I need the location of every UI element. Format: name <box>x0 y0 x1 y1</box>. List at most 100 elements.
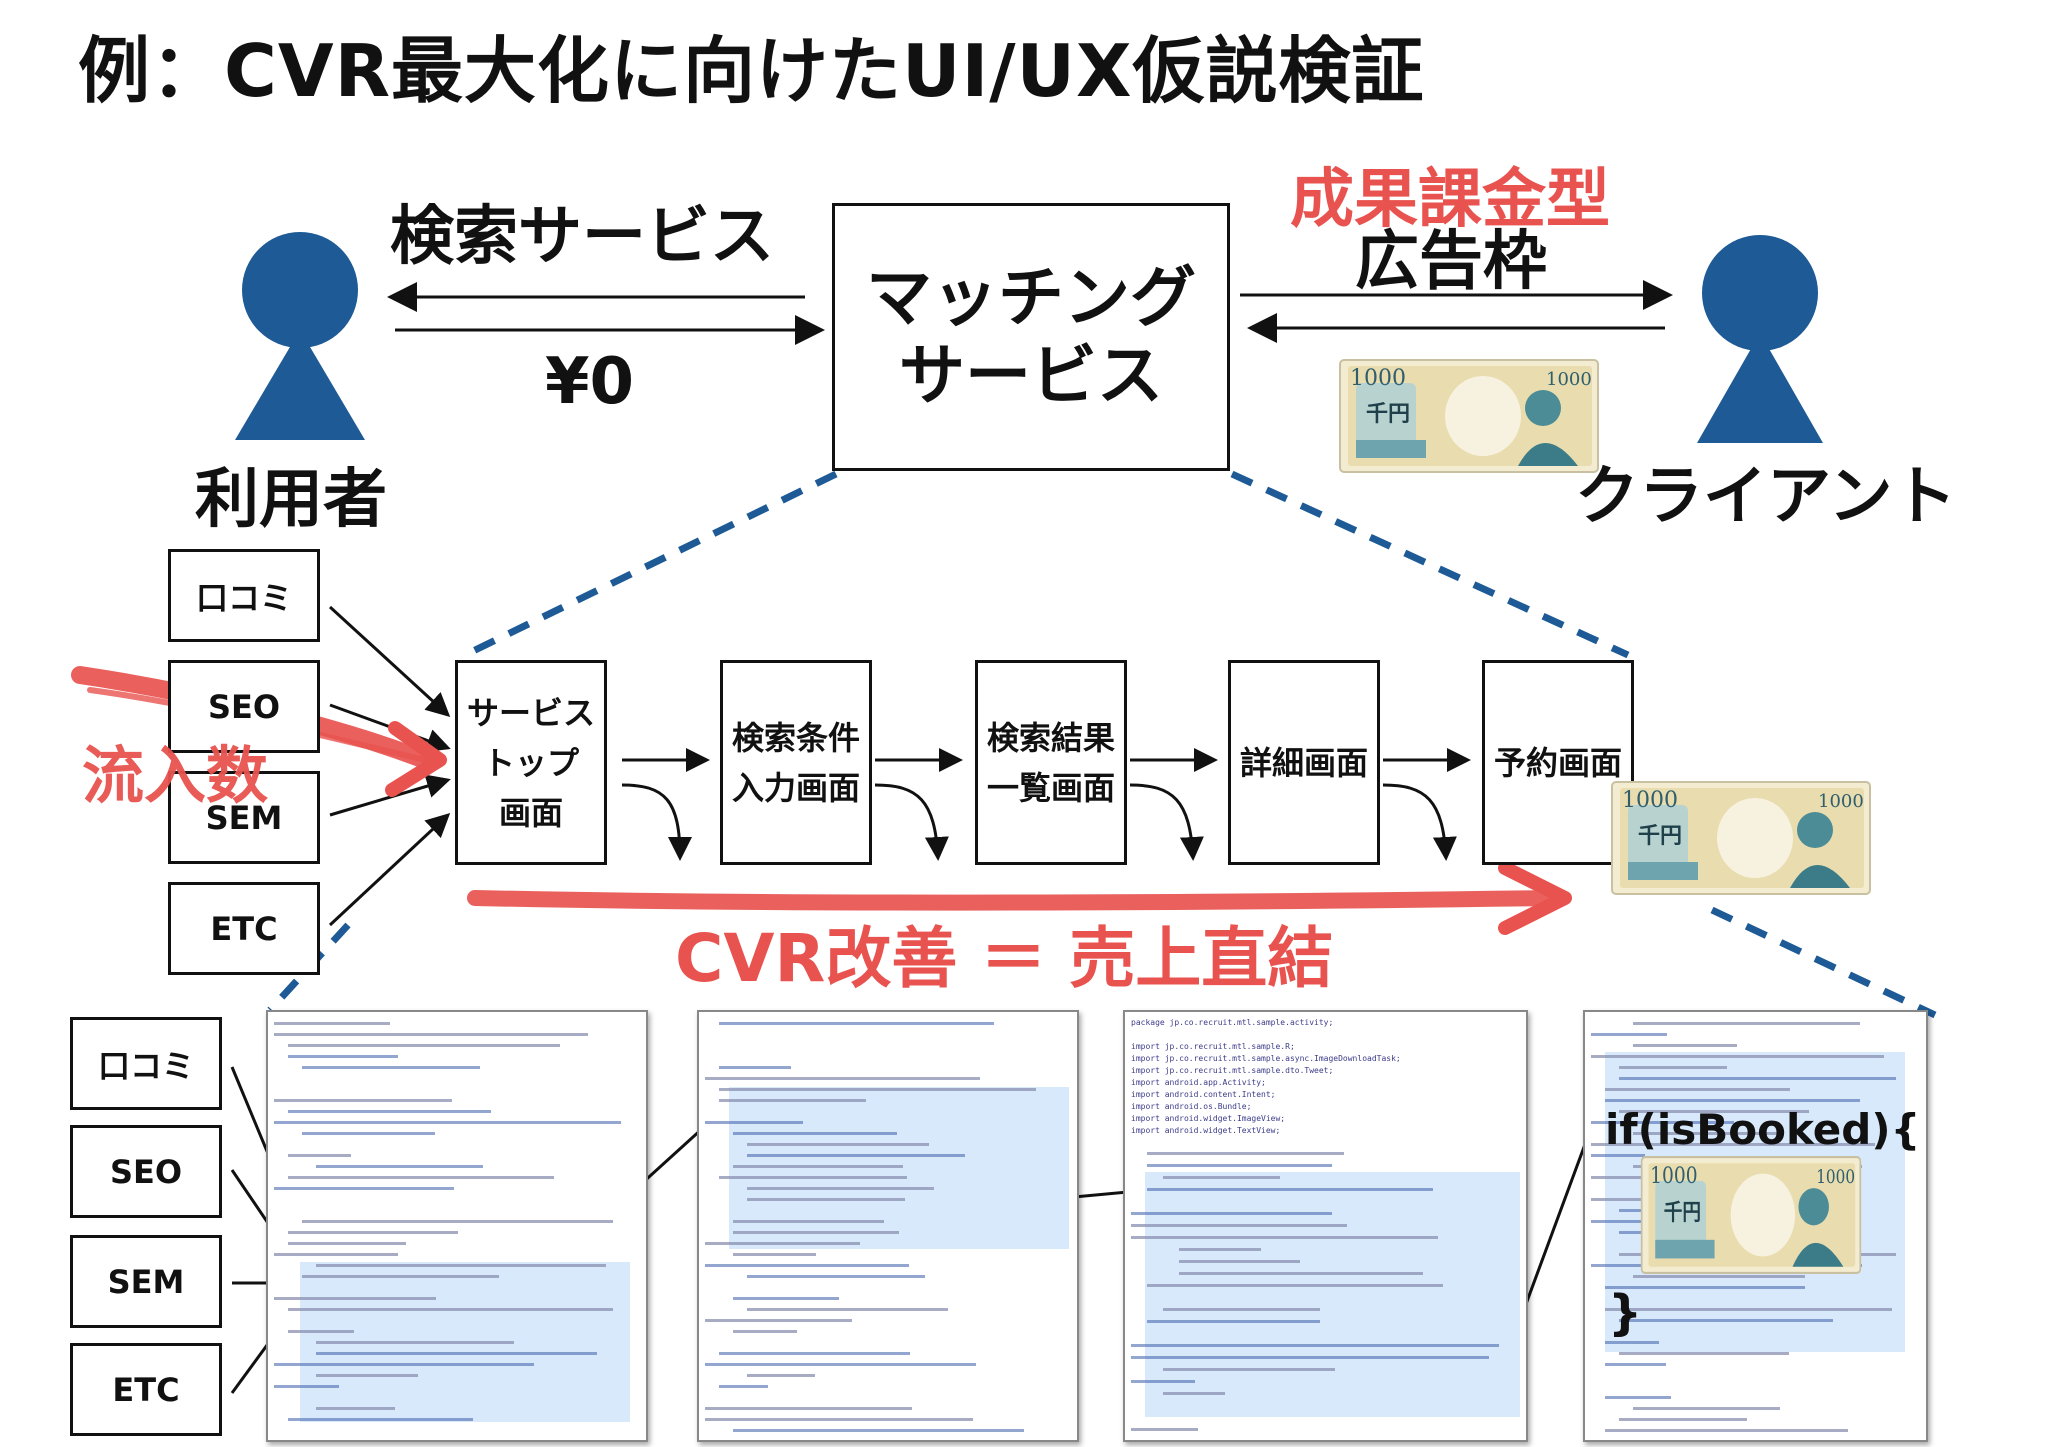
user-label: 利用者 <box>195 463 387 537</box>
code-line <box>747 1374 815 1377</box>
bottom-source-seo: SEO <box>70 1125 222 1218</box>
code-line <box>1591 1154 1645 1157</box>
code-line <box>274 1099 452 1102</box>
flow-label: サービス <box>466 693 595 732</box>
code-line <box>1591 1033 1667 1036</box>
matching-service-box: マッチング サービス <box>832 203 1230 471</box>
code-line <box>288 1055 398 1058</box>
code-line <box>733 1220 884 1223</box>
bill-icon: 1000 1000 千円 <box>1611 781 1871 895</box>
bill-icon: 1000 1000 千円 <box>1339 359 1599 473</box>
yen-bill-middle: 1000 1000 千円 <box>1610 776 1872 900</box>
code-line <box>719 1385 768 1388</box>
code-line <box>1163 1392 1225 1395</box>
code-line <box>302 1066 480 1069</box>
code-highlight <box>1145 1172 1520 1417</box>
code-line <box>288 1242 406 1245</box>
bill-denom-left: 1000 <box>1622 788 1678 813</box>
code-line <box>1179 1248 1261 1251</box>
code-line <box>1131 1428 1198 1431</box>
code-line <box>719 1022 994 1025</box>
code-line <box>1131 1380 1195 1383</box>
code-line <box>288 1330 354 1333</box>
code-line <box>1147 1320 1320 1323</box>
flow-service-top-screen: サービス トップ 画面 <box>455 660 607 865</box>
code-line <box>316 1165 483 1168</box>
source-box-sem: SEM <box>168 771 320 864</box>
code-text-line: package jp.co.recruit.mtl.sample.activit… <box>1131 1018 1334 1027</box>
code-line <box>1605 1088 1790 1091</box>
code-line <box>747 1308 948 1311</box>
code-line <box>705 1407 912 1410</box>
code-line <box>1591 1121 1734 1124</box>
code-line <box>274 1022 390 1025</box>
bill-denom-right: 1000 <box>1818 791 1864 812</box>
code-line <box>747 1198 905 1201</box>
flow-label: 画面 <box>498 793 563 832</box>
bill-denom-right: 1000 <box>1546 369 1592 390</box>
yen-bill-bottom: 1000 1000 千円 <box>1640 1155 1862 1275</box>
code-text-line: import android.os.Bundle; <box>1131 1102 1252 1111</box>
code-panel-1 <box>266 1010 648 1442</box>
code-line <box>1147 1164 1332 1167</box>
code-line <box>719 1176 907 1179</box>
bill-denom-left: 1000 <box>1650 1162 1697 1188</box>
code-line <box>1633 1407 1780 1410</box>
code-line <box>288 1154 351 1157</box>
flow-label: 予約画面 <box>1493 743 1622 782</box>
code-line <box>705 1077 980 1080</box>
code-line <box>1147 1152 1344 1155</box>
code-line <box>719 1352 910 1355</box>
source-label: SEM <box>205 798 283 837</box>
source-label: ETC <box>112 1370 180 1409</box>
code-text-line: import android.widget.ImageView; <box>1131 1114 1286 1123</box>
code-line <box>705 1319 852 1322</box>
code-line <box>288 1176 554 1179</box>
code-line <box>1179 1272 1423 1275</box>
code-line <box>1147 1284 1443 1287</box>
code-line <box>1633 1044 1737 1047</box>
bill-denom-left: 1000 <box>1350 366 1406 391</box>
flow-booking-screen: 予約画面 <box>1482 660 1634 865</box>
code-line <box>1619 1319 1833 1322</box>
page-title: 例：CVR最大化に向けたUI/UX仮説検証 <box>78 29 1425 113</box>
flow-search-results-screen: 検索結果 一覧画面 <box>975 660 1127 865</box>
code-line <box>1131 1356 1489 1359</box>
code-line <box>1605 1286 1805 1289</box>
code-line <box>274 1253 398 1256</box>
code-line <box>705 1264 909 1267</box>
code-line <box>1605 1363 1666 1366</box>
code-line <box>316 1352 597 1355</box>
flow-label: 一覧画面 <box>986 768 1115 807</box>
bill-denom-right: 1000 <box>1816 1167 1855 1189</box>
code-highlight <box>729 1087 1069 1249</box>
code-line <box>1619 1418 1747 1421</box>
code-line <box>719 1099 866 1102</box>
code-line <box>274 1363 534 1366</box>
code-line <box>1131 1212 1332 1215</box>
code-line <box>733 1330 797 1333</box>
code-line <box>1131 1344 1499 1347</box>
code-text-line: import jp.co.recruit.mtl.sample.dto.Twee… <box>1131 1066 1334 1075</box>
code-line <box>705 1418 973 1421</box>
code-line <box>1131 1236 1438 1239</box>
code-line <box>302 1132 435 1135</box>
code-text-line: import android.content.Intent; <box>1131 1090 1276 1099</box>
bottom-source-etc: ETC <box>70 1343 222 1436</box>
matching-service-line-1: マッチング <box>866 259 1196 336</box>
source-box-seo: SEO <box>168 660 320 753</box>
client-label: クライアント <box>1575 460 1957 534</box>
code-line <box>747 1143 929 1146</box>
code-line <box>1619 1352 1789 1355</box>
yen-bill-top: 1000 1000 千円 <box>1338 358 1600 474</box>
code-line <box>1163 1308 1320 1311</box>
inflow-label: 流入数 <box>82 739 269 812</box>
code-line <box>733 1231 899 1234</box>
ad-slot-label: 広告枠 <box>1355 225 1547 299</box>
bottom-source-sem: SEM <box>70 1235 222 1328</box>
code-line <box>274 1385 339 1388</box>
code-line <box>733 1253 816 1256</box>
code-line <box>705 1242 860 1245</box>
search-service-label: 検索サービス <box>390 200 774 274</box>
code-line <box>1605 1396 1671 1399</box>
